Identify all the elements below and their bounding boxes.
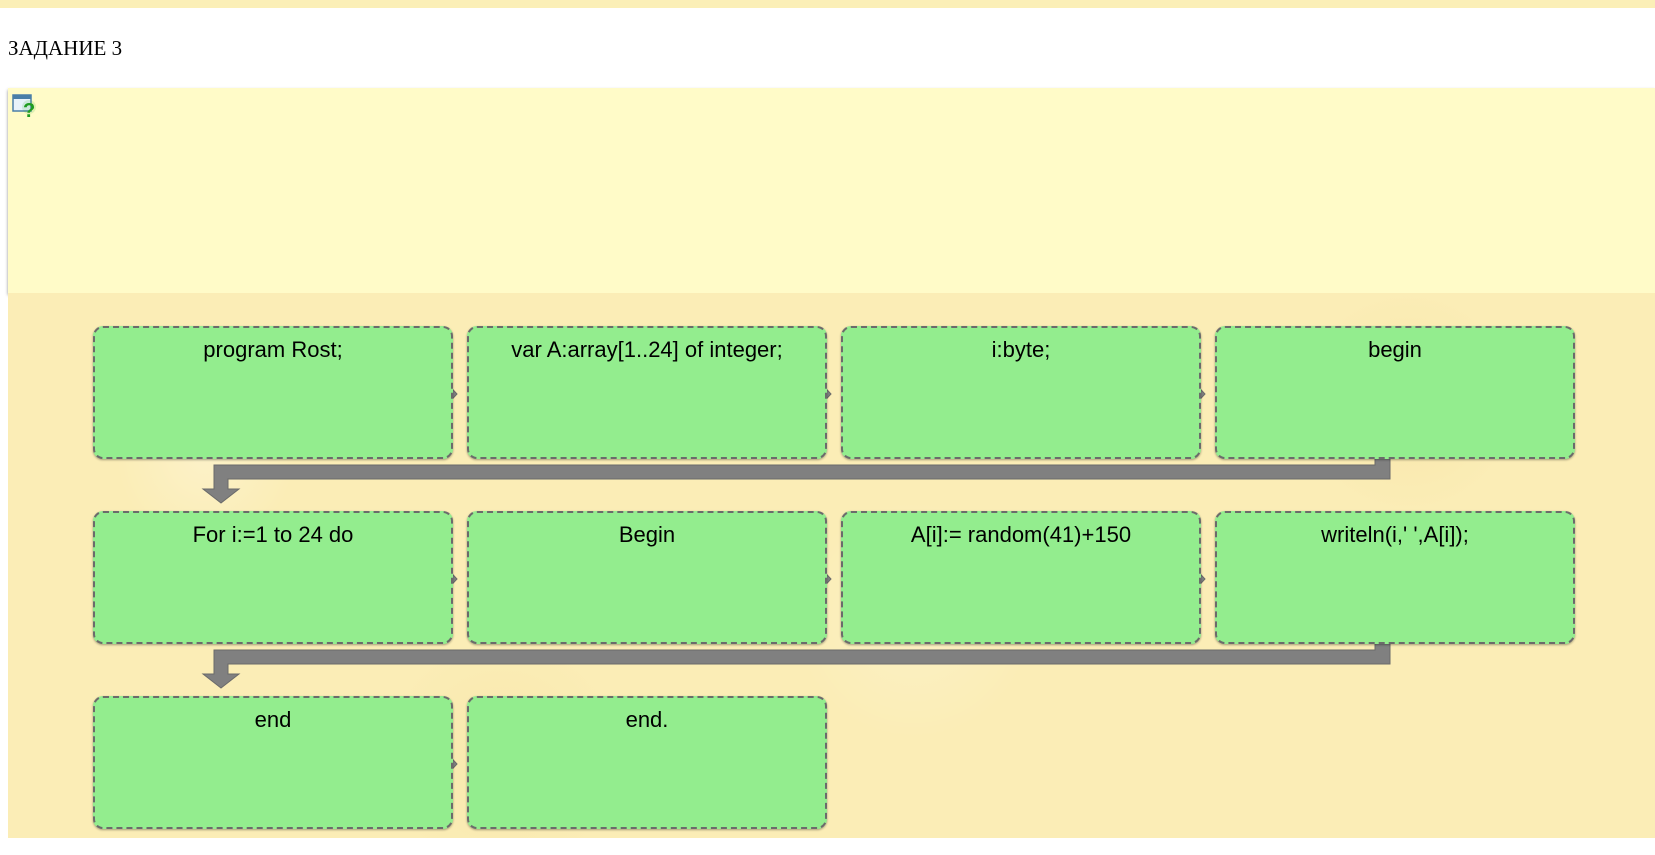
program-assembly-area: program Rost; var A:array[1..24] of inte…	[8, 293, 1655, 838]
code-block-text: program Rost;	[203, 337, 343, 362]
code-block-text: Begin	[618, 522, 676, 547]
code-block[interactable]: writeln(i,' ',A[i]);	[1215, 511, 1575, 644]
code-block[interactable]: For i:=1 to 24 do	[93, 511, 453, 644]
code-block[interactable]: program Rost;	[93, 326, 453, 459]
code-block-text: begin	[1368, 337, 1422, 362]
question-panel: ?	[8, 88, 1655, 293]
code-block-text: writeln(i,' ',A[i]);	[1321, 522, 1469, 547]
svg-text:?: ?	[23, 100, 35, 120]
task-title: ЗАДАНИЕ 3	[8, 36, 123, 60]
code-block[interactable]: begin	[1215, 326, 1575, 459]
code-block-text: end.	[625, 707, 669, 732]
code-block[interactable]: A[i]:= random(41)+150	[841, 511, 1201, 644]
code-block[interactable]: end.	[467, 696, 827, 829]
code-block[interactable]: end	[93, 696, 453, 829]
wrap-connector	[201, 637, 1391, 689]
help-question-icon[interactable]: ?	[10, 92, 38, 120]
code-block[interactable]: Begin	[467, 511, 827, 644]
code-block[interactable]: var A:array[1..24] of integer;	[467, 326, 827, 459]
code-block-text: i:byte;	[991, 337, 1051, 362]
wrap-connector	[201, 452, 1391, 504]
top-strip	[0, 0, 1655, 8]
code-block-text: end	[254, 707, 292, 732]
code-block-text: For i:=1 to 24 do	[192, 522, 354, 547]
code-block-text: var A:array[1..24] of integer;	[511, 337, 783, 362]
code-block[interactable]: i:byte;	[841, 326, 1201, 459]
code-block-text: A[i]:= random(41)+150	[910, 522, 1132, 547]
